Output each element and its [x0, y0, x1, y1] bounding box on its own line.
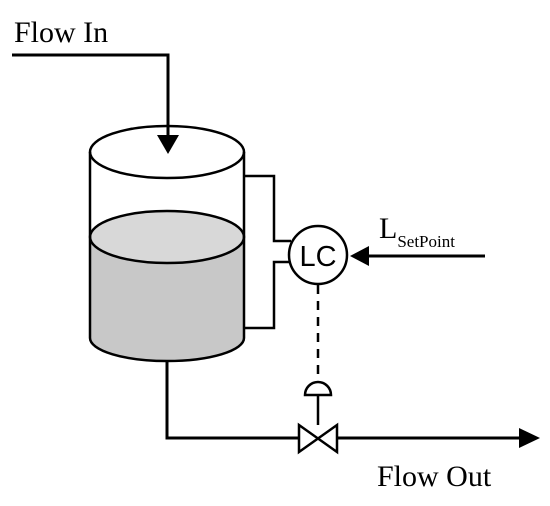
tank	[88, 124, 246, 363]
setpoint-label: LSetPoint	[379, 212, 455, 251]
inlet-pipe	[12, 53, 179, 154]
tank-liquid	[90, 237, 244, 361]
valve-actuator-icon	[303, 380, 333, 397]
flow-in-label: Flow In	[14, 16, 108, 49]
flow-out-label: Flow Out	[377, 460, 492, 493]
control-valve-icon	[297, 422, 339, 455]
outlet-pipe	[165, 361, 540, 448]
level-sensor-lines	[244, 174, 291, 330]
inlet-arrow-icon	[157, 135, 179, 154]
controller-label: LC	[299, 241, 336, 273]
outlet-arrow-icon	[519, 428, 540, 448]
setpoint-arrow-icon	[350, 246, 369, 266]
liquid-surface	[88, 209, 246, 265]
tank-top	[88, 124, 246, 180]
setpoint-signal	[350, 246, 485, 266]
level-controller: LC	[287, 224, 349, 286]
